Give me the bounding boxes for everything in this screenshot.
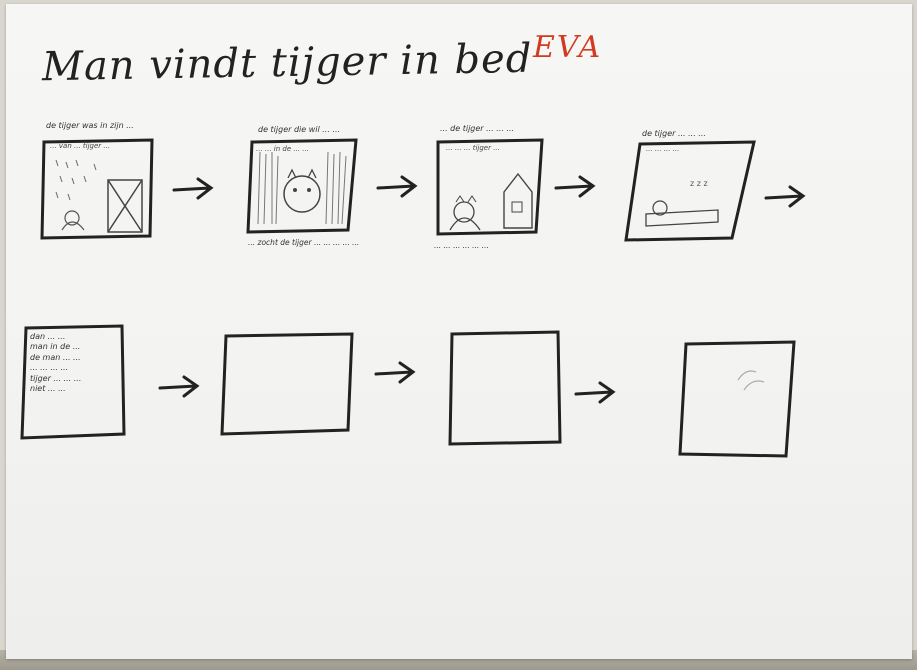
panel-1-caption-top: de tijger was in zijn ... — [46, 121, 134, 130]
panel-3-caption-inside: ... ... ... tijger ... — [446, 144, 500, 152]
panel-4-caption-inside: ... ... ... ... — [646, 145, 680, 153]
storyboard-sheet: Man vindt tijger in bed EVA de tijger wa… — [6, 4, 912, 659]
panel-2-caption-top: de tijger die wil ... ... — [258, 125, 341, 134]
storyboard-title: Man vindt tijger in bed — [41, 35, 533, 91]
panel-5-text: dan ... ... man in de ... de man ... ...… — [30, 332, 81, 394]
right-arrow-icon — [372, 358, 418, 388]
right-arrow-icon — [374, 172, 420, 202]
panel-2-caption-inside: ... ... in de ... ... — [256, 145, 309, 153]
panel-2-caption-bottom: ... zocht de tijger ... ... ... ... ... — [248, 239, 360, 247]
panel-3-caption-bottom: ... ... ... ... ... ... — [434, 242, 489, 250]
right-arrow-icon — [156, 372, 202, 402]
panel-5-line: tijger ... ... ... — [30, 373, 82, 383]
panel-4-caption-top: de tijger ... ... ... — [642, 129, 706, 138]
right-arrow-icon — [572, 378, 618, 408]
panel-3-frame — [430, 132, 550, 240]
panel-5-line: man in de ... — [30, 342, 81, 352]
panel-7-frame — [440, 326, 568, 450]
panel-4-frame: z z z — [618, 134, 764, 244]
panel-5-line: ... ... ... ... — [30, 363, 69, 373]
panel-5-line: de man ... ... — [30, 352, 81, 362]
panel-8-frame — [672, 334, 802, 462]
right-arrow-icon — [170, 174, 216, 204]
author-name: EVA — [533, 30, 603, 65]
right-arrow-icon — [552, 172, 598, 202]
panel-1-frame — [36, 132, 162, 244]
right-arrow-icon — [762, 182, 808, 212]
panel-1-caption-inside: ... van ... tijger ... — [50, 142, 111, 150]
panel-5-line: niet ... ... — [30, 383, 66, 393]
panel-5-frame — [18, 320, 130, 442]
svg-text:z z z: z z z — [690, 179, 708, 188]
panel-6-frame — [214, 326, 360, 440]
panel-3-caption-top: ... de tijger ... ... ... — [440, 124, 515, 133]
panel-2-frame — [242, 132, 366, 240]
panel-5-line: dan ... ... — [30, 332, 66, 341]
